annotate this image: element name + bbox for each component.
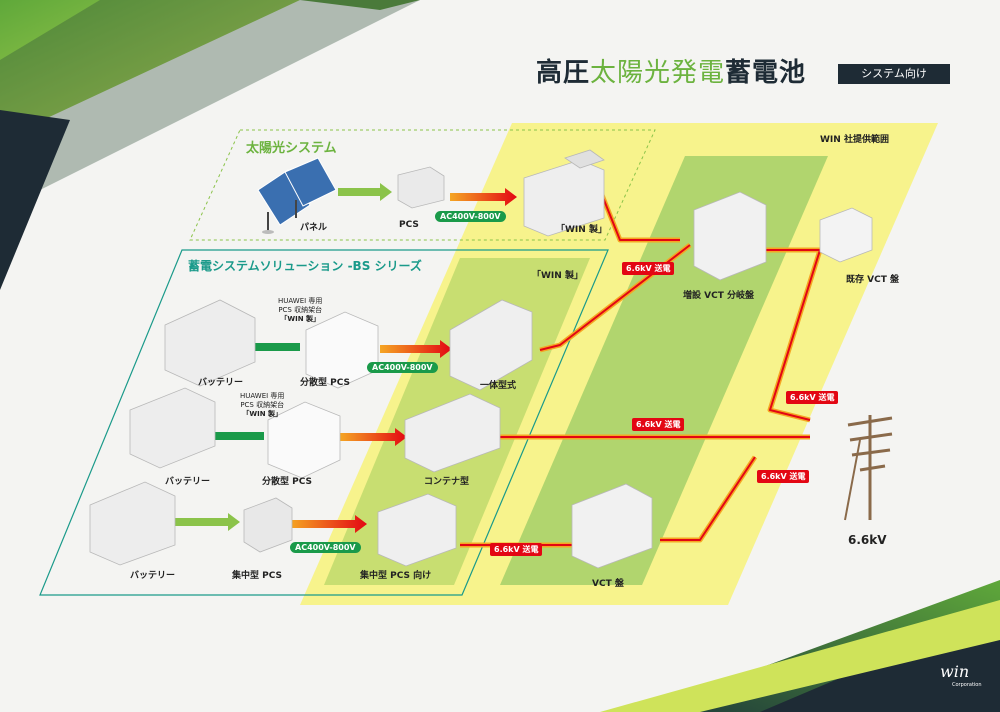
send-tag-2: 6.6kV 送電 [786,391,839,404]
storage-section-title: 蓄電システムソリューション -BS シリーズ [188,259,422,273]
row1-ac-tag: AC400V-800V [367,362,438,373]
equipment-graphics [89,149,873,569]
solar-ac-tag: AC400V-800V [435,211,506,222]
utility-pole-graphic [844,415,893,521]
solar-pcs-label: PCS [399,220,419,230]
row1-note-line2: PCS 収納架台 [278,306,323,314]
row2-note-line1: HUAWEI 専用 [240,392,285,400]
send-tag-5: 6.6kV 送電 [490,543,543,556]
corner-bottom-right [600,580,1000,712]
title-part2: 太陽光発電 [590,58,726,88]
title-part1: 高圧 [536,58,591,88]
row1-pcs-label: 分散型 PCS [300,378,350,388]
row2-note-line3: 「WIN 製」 [242,410,283,418]
row3-unit-label: 集中型 PCS 向け [360,571,432,581]
row1-battery-label: バッテリー [198,378,244,388]
flow-arrows [175,183,517,533]
vct-label: VCT 盤 [592,579,624,589]
vct-branch-label: 増設 VCT 分岐盤 [683,291,754,301]
row3-ac-tag: AC400V-800V [290,542,361,553]
row1-note-line1: HUAWEI 専用 [278,297,323,305]
row2-pcs-label: 分散型 PCS [262,477,312,487]
row1-unit-label: 一体型式 [480,381,517,391]
storage-system-box [39,249,609,596]
send-tag-3: 6.6kV 送電 [632,418,685,431]
voltage-label: 6.6kV [848,533,887,547]
solar-panel-graphic [257,157,337,234]
win-logo: win [940,662,970,681]
panel-label: パネル [300,223,328,233]
row1-note-line3: 「WIN 製」 [280,315,321,323]
solar-section-title: 太陽光システム [246,141,337,156]
row2-battery-label: バッテリー [165,477,211,487]
row2-note-line2: PCS 収納架台 [240,401,285,409]
row3-battery-label: バッテリー [130,571,176,581]
corner-top-left [0,0,420,290]
row3-pcs-label: 集中型 PCS [232,571,282,581]
solar-cabinet-label: 「WIN 製」 [556,225,607,235]
storage-win-made-label: 「WIN 製」 [532,271,583,281]
send-tag-4: 6.6kV 送電 [757,470,810,483]
title-part3: 蓄電池 [725,58,807,88]
row2-note: HUAWEI 専用 PCS 収納架台 「WIN 製」 [240,392,284,419]
page-title: 高圧太陽光発電蓄電池 [536,52,806,89]
win-scope-label: WIN 社提供範囲 [820,135,889,145]
row1-note: HUAWEI 専用 PCS 収納架台 「WIN 製」 [278,297,322,324]
send-tag-1: 6.6kV 送電 [622,262,675,275]
row2-unit-label: コンテナ型 [424,477,470,487]
solar-system-box [189,129,656,241]
existing-vct-label: 既存 VCT 盤 [846,275,899,285]
title-subtitle: システム向け [838,64,950,84]
win-logo-sub: Corporation [952,682,982,688]
